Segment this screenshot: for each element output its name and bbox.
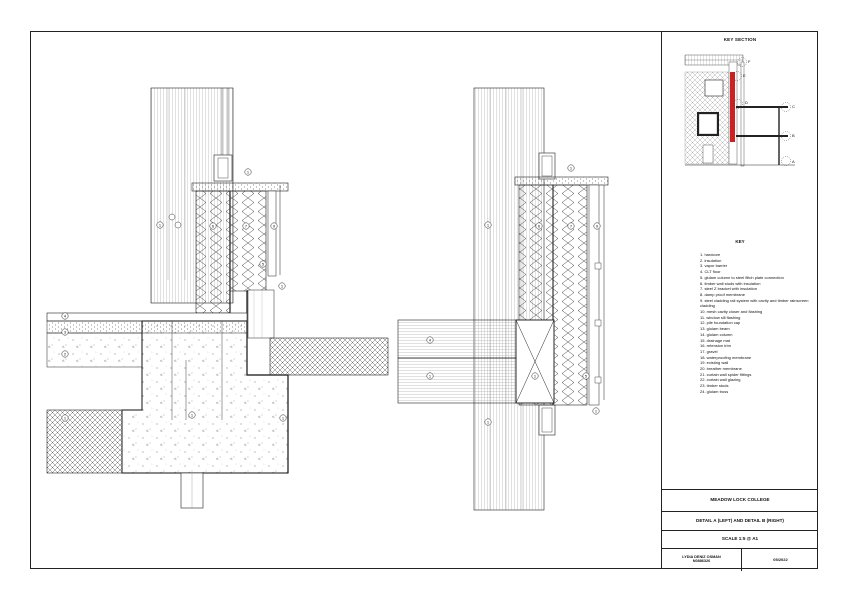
drawing-date: 05/2022 bbox=[773, 557, 788, 562]
detail-a: 1 1 6 7 9 5 1 4 3 2 1 1 1 bbox=[46, 87, 389, 509]
marker-a: A bbox=[792, 159, 795, 164]
key-item: 21. curtain wall spider fittings bbox=[700, 371, 752, 377]
key-item: 23. timber studs bbox=[700, 383, 729, 389]
drawing-scale: SCALE 1:5 @ A1 bbox=[662, 530, 818, 548]
svg-text:6: 6 bbox=[212, 224, 215, 229]
svg-text:1: 1 bbox=[159, 223, 162, 228]
svg-text:1: 1 bbox=[534, 374, 537, 379]
student-id: N0886326 bbox=[692, 559, 711, 563]
key-item: 17. gravel bbox=[700, 348, 718, 354]
drawing-sheet-border bbox=[30, 31, 818, 569]
drawing-title: DETAIL A (LEFT) AND DETAIL B (RIGHT) bbox=[662, 511, 818, 530]
key-item: 9. steel cladding rail system with cavit… bbox=[700, 297, 809, 309]
key-item: 10. mesh cavity closer and flashing bbox=[700, 309, 763, 315]
svg-text:3: 3 bbox=[64, 330, 67, 335]
key-item: 14. glulam column bbox=[700, 331, 733, 337]
svg-text:2: 2 bbox=[64, 352, 67, 357]
svg-text:6: 6 bbox=[538, 224, 541, 229]
svg-text:1: 1 bbox=[487, 223, 490, 228]
marker-e: E bbox=[743, 73, 746, 78]
key-item: 6. timber wall studs with insulation bbox=[700, 280, 761, 286]
key-item: 11. window sill flashing bbox=[700, 314, 741, 320]
svg-text:1: 1 bbox=[282, 416, 285, 421]
key-item: 2. insulation bbox=[700, 257, 722, 263]
key-item: 24. glulam truss bbox=[700, 388, 729, 394]
svg-text:1: 1 bbox=[487, 420, 490, 425]
key-item: 13. glulam beam bbox=[700, 326, 730, 332]
svg-text:7: 7 bbox=[570, 224, 573, 229]
marker-f: F bbox=[748, 59, 751, 64]
marker-b: B bbox=[792, 133, 795, 138]
svg-text:1: 1 bbox=[570, 166, 573, 171]
svg-text:1: 1 bbox=[595, 409, 598, 414]
project-name: MEADOW LOCK COLLEGE bbox=[662, 489, 818, 511]
svg-text:9: 9 bbox=[596, 224, 599, 229]
key-title: KEY bbox=[735, 239, 745, 244]
key-item: 15. drainage mat bbox=[700, 337, 731, 343]
key-item: 4. CLT floor bbox=[700, 269, 721, 275]
author-row: LYDIA DENIZ OSMAN N0886326 05/2022 bbox=[662, 548, 818, 571]
svg-text:4: 4 bbox=[64, 314, 67, 319]
detail-b: 1 1 6 7 9 4 1 1 5 1 1 bbox=[397, 87, 609, 511]
svg-text:7: 7 bbox=[245, 224, 248, 229]
key-item: 18. waterproofing membrane bbox=[700, 354, 752, 360]
key-item: 7. steel Z bracket with insulation bbox=[700, 286, 757, 292]
key-item: 20. breather membrane bbox=[700, 366, 742, 372]
marker-d: D bbox=[745, 100, 748, 105]
key-item: 22. curtain wall glazing bbox=[700, 377, 741, 383]
svg-text:1: 1 bbox=[247, 170, 250, 175]
svg-text:5: 5 bbox=[262, 262, 265, 267]
key-item: 5. glulam column to steel flitch plate c… bbox=[700, 274, 784, 280]
svg-text:4: 4 bbox=[429, 338, 432, 343]
key-section-drawing: F E D C B A bbox=[684, 54, 795, 167]
author-name: LYDIA DENIZ OSMAN bbox=[682, 555, 721, 559]
key-section-title: KEY SECTION bbox=[723, 37, 757, 42]
svg-text:1: 1 bbox=[64, 416, 67, 421]
key-item: 19. existing wall bbox=[700, 360, 729, 366]
svg-text:5: 5 bbox=[585, 374, 588, 379]
key-item: 16. retension trim bbox=[700, 343, 731, 349]
svg-text:1: 1 bbox=[281, 284, 284, 289]
svg-text:9: 9 bbox=[273, 224, 276, 229]
key-item: 12. pile foundation cap bbox=[700, 320, 741, 326]
key-item: 1. hardcore bbox=[700, 252, 721, 257]
author-cell: LYDIA DENIZ OSMAN N0886326 bbox=[662, 549, 742, 571]
svg-text:1: 1 bbox=[191, 413, 194, 418]
key-item: 8. damp proof membrane bbox=[700, 291, 745, 297]
key-item: 3. vapor barrier bbox=[700, 263, 728, 269]
marker-c: C bbox=[792, 104, 795, 109]
svg-text:1: 1 bbox=[429, 374, 432, 379]
